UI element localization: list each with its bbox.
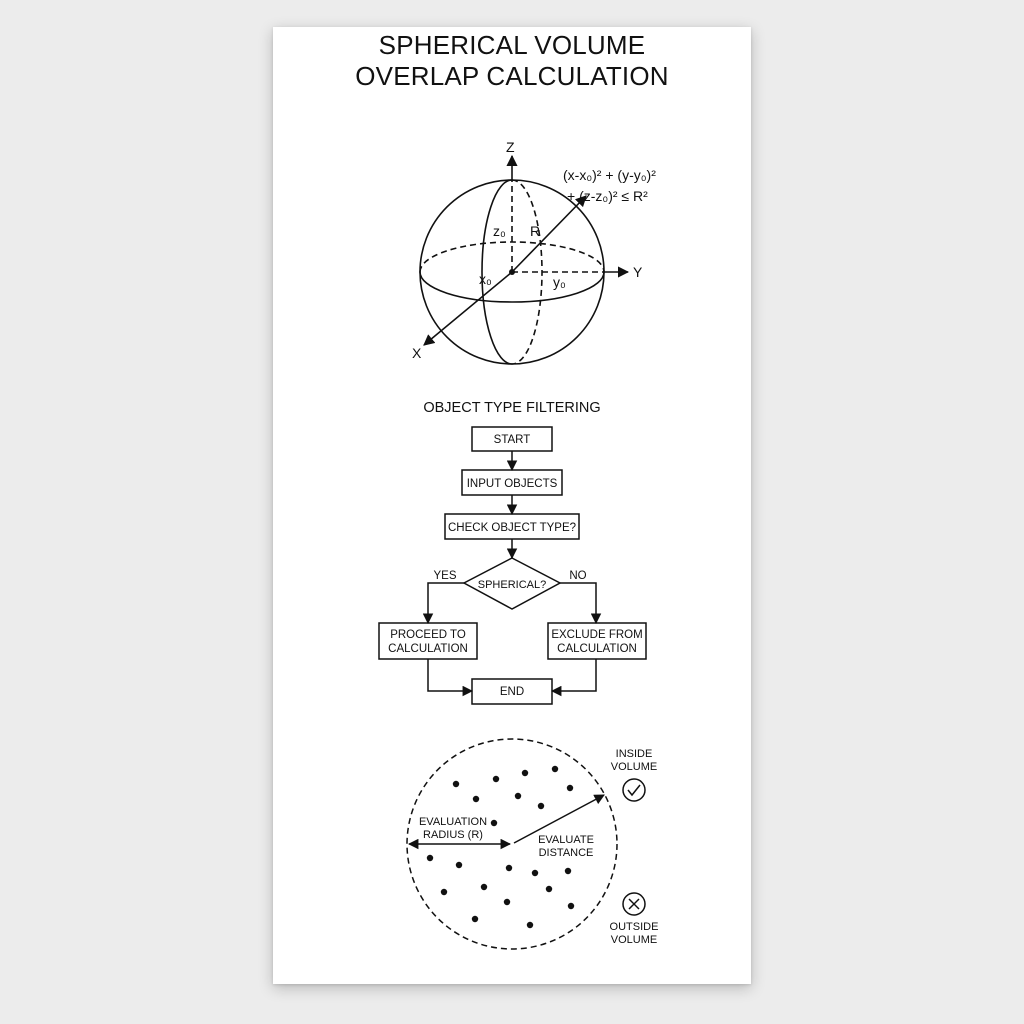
x0-label: x₀	[479, 271, 492, 287]
x-axis-label: X	[412, 345, 422, 361]
title-line-1: SPHERICAL VOLUME	[378, 30, 646, 60]
radius-arrow	[511, 195, 587, 273]
x-circle-icon	[622, 892, 646, 916]
sample-point	[426, 854, 434, 862]
z-axis-label: Z	[506, 139, 515, 155]
sample-point	[471, 915, 479, 923]
end-label: END	[500, 686, 524, 698]
flowchart-labels: START INPUT OBJECTS CHECK OBJECT TYPE? S…	[388, 434, 643, 698]
evaluation-diagram	[406, 738, 618, 950]
sphere-equator-back	[419, 241, 605, 273]
z0-label: z₀	[493, 223, 506, 239]
distance-label-1: EVALUATE	[538, 834, 594, 846]
proceed-to-end-line	[427, 659, 474, 697]
sample-points	[426, 765, 575, 929]
sample-point	[537, 802, 545, 810]
sample-point	[545, 885, 553, 893]
check-type-label: CHECK OBJECT TYPE?	[448, 522, 576, 534]
exclude-box	[547, 622, 647, 660]
sample-point	[503, 898, 511, 906]
yes-branch-line	[422, 582, 464, 625]
radius-label-2: RADIUS (R)	[423, 829, 483, 841]
sample-point	[531, 869, 539, 877]
sample-point	[566, 784, 574, 792]
y-axis-label: Y	[633, 264, 643, 280]
sample-point	[440, 888, 448, 896]
sample-point	[514, 792, 522, 800]
exclude-label-2: CALCULATION	[557, 643, 637, 655]
sphere-meridian-front	[481, 179, 513, 365]
sample-point	[452, 780, 460, 788]
inside-label-1: INSIDE	[616, 748, 653, 760]
sample-point	[492, 775, 500, 783]
page-title: SPHERICAL VOLUME OVERLAP CALCULATION	[273, 30, 751, 92]
no-label: NO	[569, 570, 586, 582]
input-objects-label: INPUT OBJECTS	[467, 478, 558, 490]
sample-point	[526, 921, 534, 929]
sample-point	[567, 902, 575, 910]
sphere-equator-front	[419, 271, 605, 303]
exclude-to-end-line	[550, 659, 597, 697]
flowchart-heading: OBJECT TYPE FILTERING	[423, 400, 600, 416]
sample-point	[521, 769, 529, 777]
sample-point	[455, 861, 463, 869]
outside-label-2: VOLUME	[611, 934, 657, 946]
distance-label-2: DISTANCE	[539, 847, 594, 859]
sample-point	[480, 883, 488, 891]
radius-label-1: EVALUATION	[419, 816, 487, 828]
decision-label: SPHERICAL?	[478, 579, 546, 591]
x-axis	[423, 271, 513, 346]
sample-point	[472, 795, 480, 803]
outside-label-1: OUTSIDE	[610, 921, 659, 933]
y0-label: y₀	[553, 274, 566, 290]
distance-arrow	[513, 794, 605, 844]
proceed-label-1: PROCEED TO	[390, 629, 466, 641]
sample-point	[564, 867, 572, 875]
equation-line-2: + (z-z₀)² ≤ R²	[567, 188, 648, 204]
r-label: R	[530, 223, 540, 239]
sphere-labels: Z Y X z₀ R x₀ y₀ (x-x₀)² + (y-y₀)² + (z-…	[412, 139, 656, 361]
proceed-label-2: CALCULATION	[388, 643, 468, 655]
sample-point	[490, 819, 498, 827]
check-circle-icon	[622, 778, 646, 802]
inside-label-2: VOLUME	[611, 761, 657, 773]
sample-point	[551, 765, 559, 773]
equation-line-1: (x-x₀)² + (y-y₀)²	[563, 167, 656, 183]
title-line-2: OVERLAP CALCULATION	[355, 61, 669, 91]
sphere-diagram	[419, 154, 630, 365]
yes-label: YES	[433, 570, 456, 582]
sample-point	[505, 864, 513, 872]
evaluation-labels: EVALUATION RADIUS (R) EVALUATE DISTANCE …	[419, 748, 658, 946]
exclude-label-1: EXCLUDE FROM	[551, 629, 642, 641]
no-branch-line	[560, 582, 602, 625]
sphere-center	[509, 269, 515, 275]
evaluation-circle	[406, 738, 618, 950]
flowchart	[378, 426, 647, 705]
end-box	[471, 678, 553, 705]
sphere-meridian-back	[511, 179, 543, 365]
start-label: START	[494, 434, 531, 446]
decision-diamond	[462, 557, 562, 610]
